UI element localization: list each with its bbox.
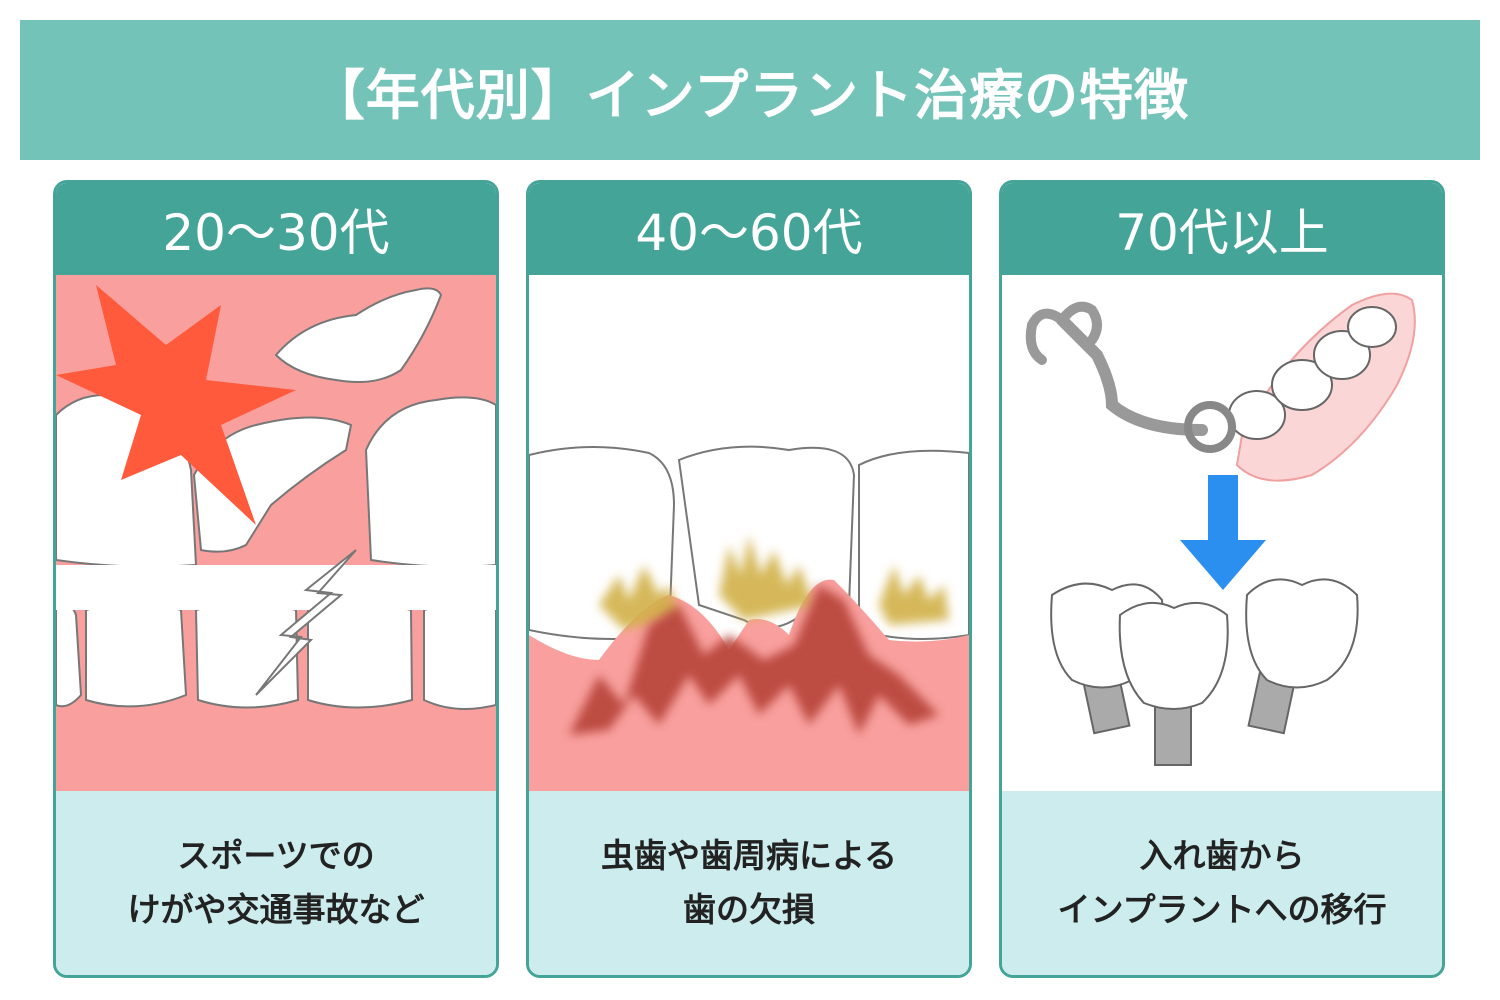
card-caption: 入れ歯から インプラントへの移行	[1002, 791, 1442, 975]
caption-line-1: 入れ歯から	[1139, 836, 1305, 875]
card-70s-plus: 70代以上	[999, 180, 1445, 978]
caption-line-2: 歯の欠損	[683, 890, 815, 929]
card-header: 20〜30代	[56, 183, 496, 275]
card-age-label: 40〜60代	[635, 204, 863, 262]
denture-to-implant-illustration	[1002, 275, 1442, 791]
card-age-label: 70代以上	[1115, 204, 1329, 262]
card-40-60s: 40〜60代 虫歯や歯周病による 歯の欠	[526, 180, 972, 978]
page-title: 【年代別】インプラント治療の特徴	[310, 63, 1190, 127]
injured-teeth-illustration	[56, 275, 496, 791]
card-header: 70代以上	[1002, 183, 1442, 275]
card-caption: 虫歯や歯周病による 歯の欠損	[529, 791, 969, 975]
caption-line-1: スポーツでの	[177, 836, 375, 875]
card-20-30s: 20〜30代 スポーツでの けがや交通事故など	[53, 180, 499, 978]
periodontal-illustration	[529, 275, 969, 791]
card-header: 40〜60代	[529, 183, 969, 275]
caption-line-1: 虫歯や歯周病による	[600, 836, 897, 875]
caption-line-2: インプラントへの移行	[1057, 890, 1387, 929]
caption-line-2: けがや交通事故など	[127, 890, 425, 929]
card-caption: スポーツでの けがや交通事故など	[56, 791, 496, 975]
card-age-label: 20〜30代	[162, 204, 390, 262]
title-banner: 【年代別】インプラント治療の特徴	[20, 20, 1480, 160]
